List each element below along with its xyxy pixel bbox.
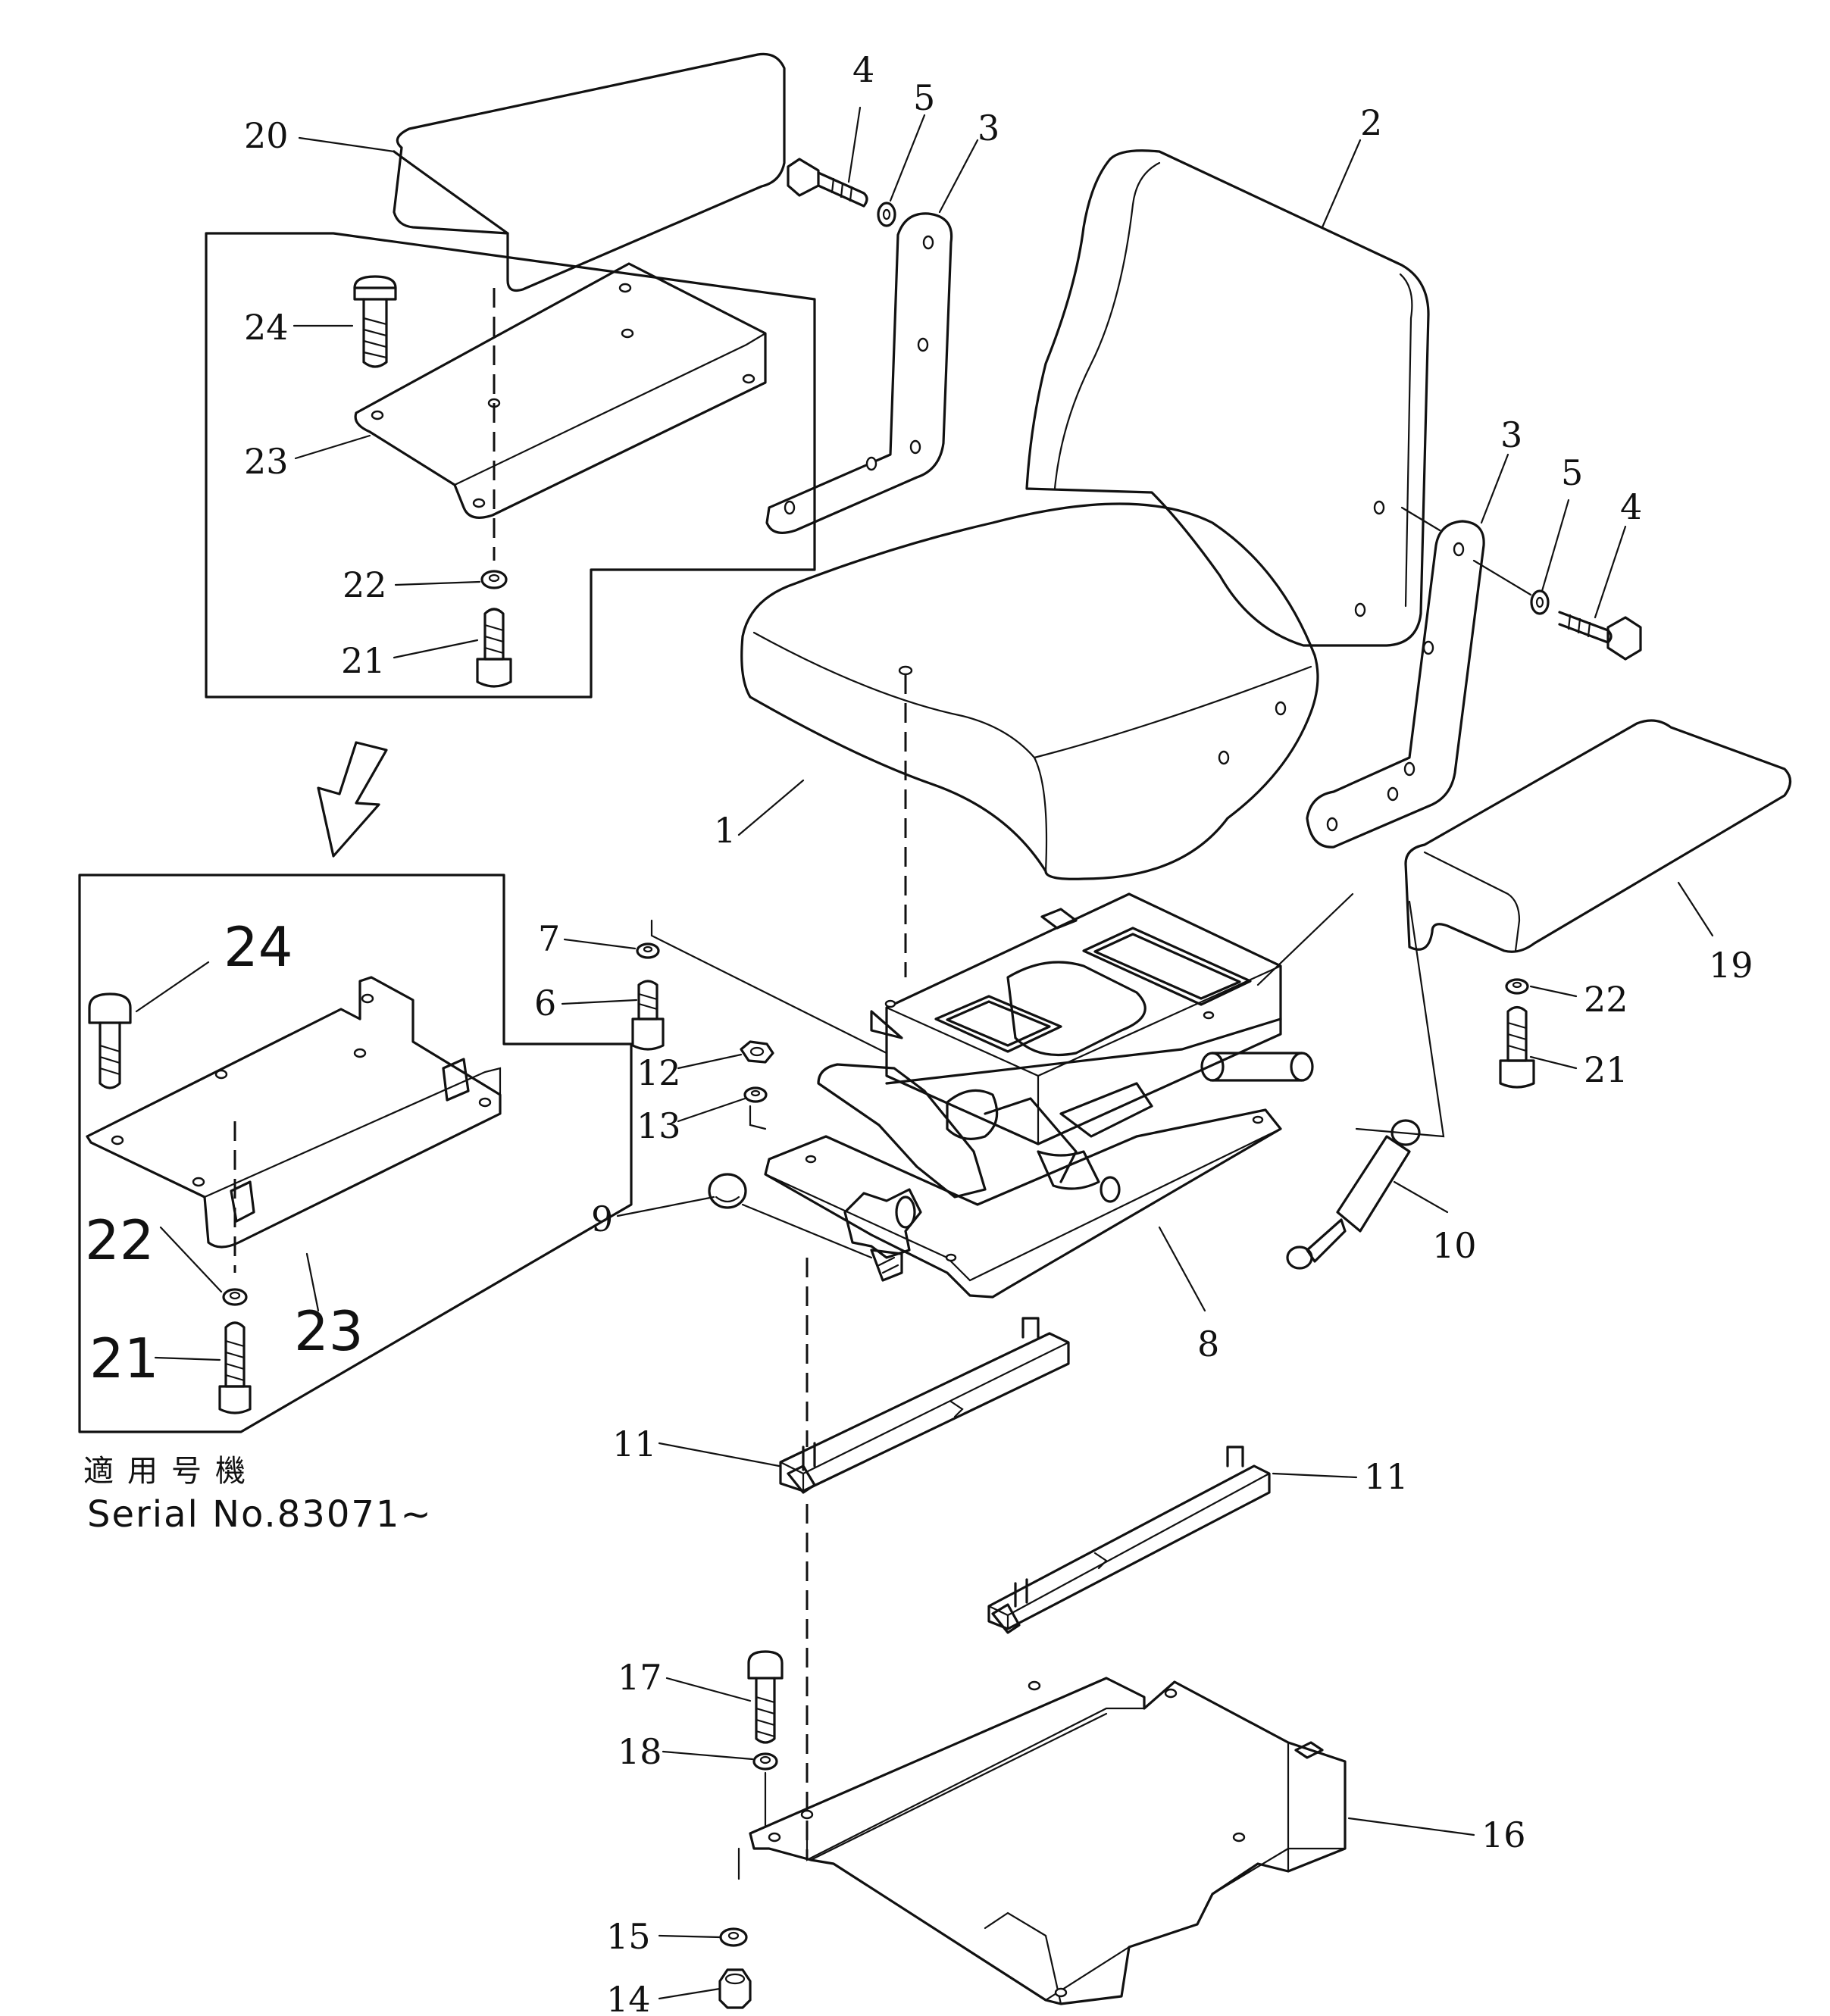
applicable-models-label: 適用号機	[83, 1454, 259, 1489]
callout-17: 17	[618, 1657, 662, 1698]
callout-21: 21	[1584, 1049, 1628, 1090]
slide-rail-part-11-right	[987, 1446, 1271, 1634]
callout-22: 22	[85, 1208, 155, 1272]
callout-3: 3	[1500, 414, 1522, 455]
callout-22: 22	[343, 564, 387, 605]
callout-8: 8	[1197, 1324, 1219, 1364]
armrest-cushion-part-20	[393, 52, 786, 292]
bolt-part-4-right	[1558, 611, 1642, 661]
bolt-part-21	[476, 608, 512, 688]
bolt-part-6	[631, 980, 665, 1051]
slide-rail-part-11-left	[779, 1317, 1070, 1494]
callout-12: 12	[637, 1052, 681, 1093]
callout-22: 22	[1584, 979, 1628, 1020]
callout-9: 9	[591, 1199, 613, 1239]
callout-labels: 1 2 3 3 4 4 5 5 6 7 8 9 10 11 11 12 13 1…	[85, 49, 1753, 2016]
side-bracket-part-3-left	[765, 212, 953, 534]
washer-part-7	[636, 942, 660, 959]
callout-4: 4	[1620, 486, 1642, 527]
washer-part-15	[719, 1927, 748, 1947]
callout-21: 21	[89, 1327, 159, 1390]
callout-4: 4	[852, 49, 874, 90]
armrest-bracket-part-23	[354, 262, 767, 519]
leader-lines	[135, 106, 1714, 2000]
serial-note: 適用号機 Serial No.83071~	[83, 1454, 433, 1536]
knob-part-9	[708, 1173, 873, 1259]
callout-3: 3	[978, 108, 999, 148]
seat-back-part-2	[1025, 149, 1430, 647]
callout-15: 15	[606, 1916, 651, 1957]
callout-21: 21	[341, 640, 386, 681]
callout-6: 6	[534, 983, 556, 1024]
callout-16: 16	[1481, 1814, 1526, 1855]
callout-20: 20	[244, 115, 289, 156]
gas-spring-part-10	[1286, 900, 1445, 1270]
washer-part-22	[480, 570, 508, 589]
bolt-part-4-left	[787, 158, 868, 208]
bolt-part-24-new	[88, 992, 132, 1089]
callout-24: 24	[244, 307, 289, 348]
nut-part-12	[740, 1040, 774, 1064]
callout-24: 24	[224, 915, 293, 979]
bolt-part-21-right	[1499, 1005, 1535, 1089]
callout-14: 14	[606, 1979, 651, 2016]
suspension-assembly-part-8	[764, 892, 1314, 1299]
armrest-part-19	[1404, 719, 1792, 953]
callout-19: 19	[1709, 945, 1753, 986]
washer-part-18	[752, 1752, 778, 1771]
nut-part-14	[718, 1968, 752, 2009]
base-plate-part-16	[749, 1677, 1347, 2005]
callout-10: 10	[1432, 1225, 1477, 1266]
callout-11: 11	[612, 1424, 657, 1464]
callout-7: 7	[538, 918, 560, 959]
callout-18: 18	[618, 1731, 662, 1772]
washer-part-22-right	[1505, 978, 1529, 995]
armrest-bracket-part-23-new	[86, 976, 502, 1249]
transition-arrow	[317, 741, 388, 858]
callout-23: 23	[244, 441, 289, 482]
detail-box-lower	[78, 874, 633, 1433]
bolt-part-17	[747, 1650, 784, 1744]
seat-cushion-part-1	[740, 502, 1319, 977]
washer-part-5-right	[1530, 589, 1550, 615]
callout-11: 11	[1364, 1456, 1409, 1497]
callout-5: 5	[1561, 452, 1583, 493]
washer-part-5-left	[877, 202, 896, 227]
detail-box-upper	[205, 52, 816, 699]
callout-13: 13	[637, 1105, 681, 1146]
callout-5: 5	[913, 77, 935, 118]
callout-2: 2	[1360, 102, 1382, 143]
bolt-part-21-new	[218, 1321, 252, 1414]
side-bracket-part-3-right	[1306, 520, 1485, 849]
bolt-part-24	[353, 275, 397, 368]
callout-23: 23	[294, 1299, 364, 1363]
callout-1: 1	[714, 810, 736, 851]
serial-number-label: Serial No.83071~	[87, 1493, 433, 1536]
washer-part-13	[743, 1086, 768, 1103]
washer-part-22-new	[222, 1288, 248, 1306]
